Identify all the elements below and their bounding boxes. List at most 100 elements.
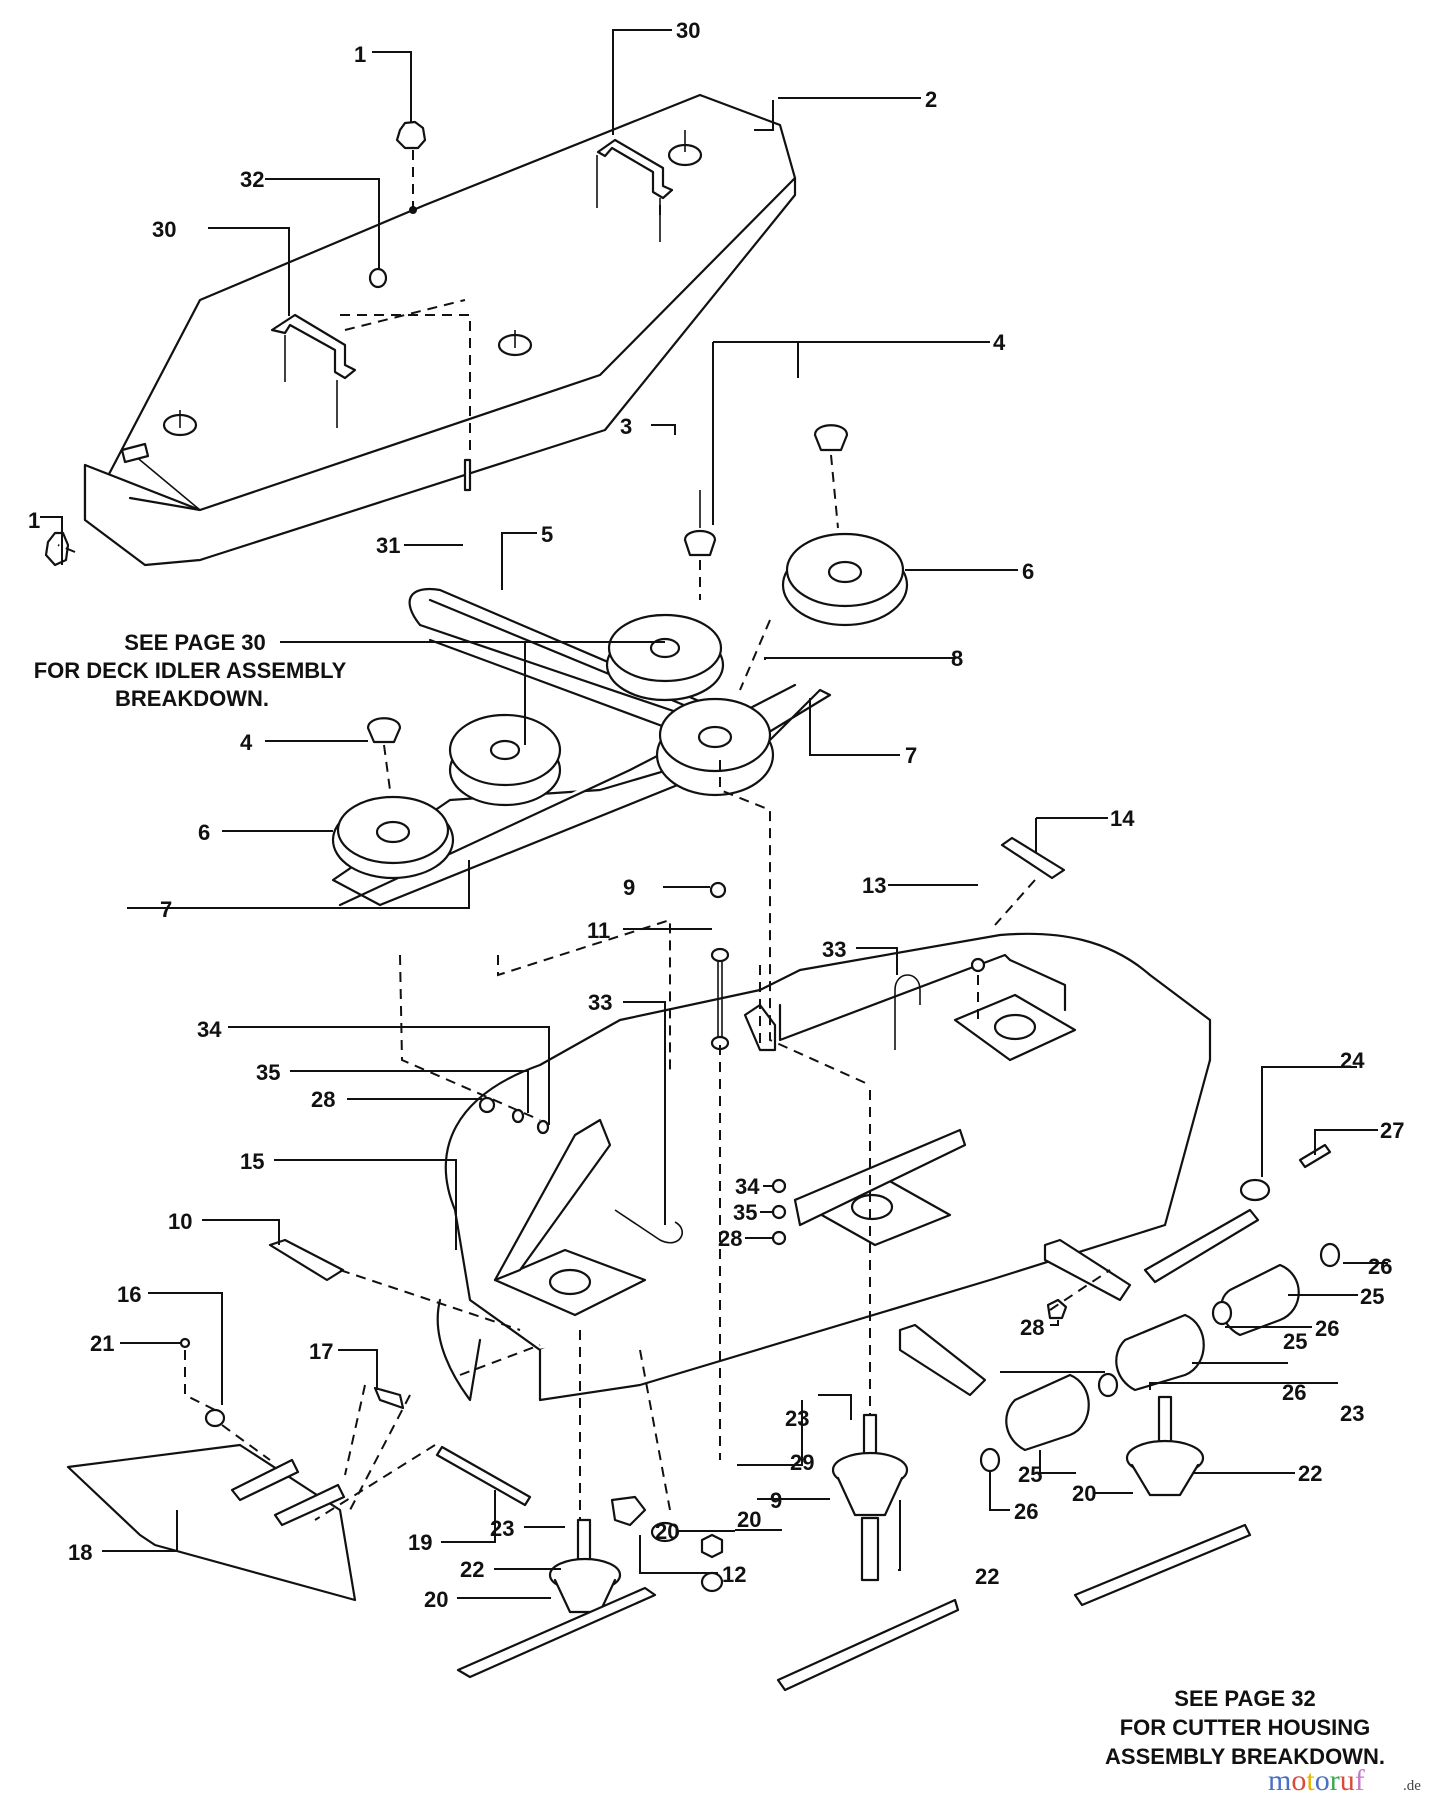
leader-8 [764, 657, 955, 660]
wm-letter: m [1268, 1764, 1291, 1797]
wm-letter: r [1330, 1764, 1340, 1797]
leader-1b [40, 516, 63, 565]
washer-34-right [771, 1178, 787, 1194]
leader-7b [809, 698, 900, 756]
cap-4-middle [683, 529, 717, 557]
callout-labels: 1 1 2 3 4 4 5 6 6 7 7 8 9 9 10 11 12 13 … [28, 18, 1404, 1612]
leader-14 [1035, 817, 1108, 852]
callout-28: 28 [718, 1226, 742, 1251]
callout-23: 23 [490, 1516, 514, 1541]
leader-25c [1039, 1450, 1076, 1474]
leader-26d [989, 1472, 1010, 1511]
rod-11-top [710, 947, 730, 963]
idler-upper-hub [649, 637, 681, 659]
callout-9: 9 [770, 1488, 782, 1513]
callout-34: 34 [735, 1174, 760, 1199]
callout-28: 28 [311, 1087, 335, 1112]
callout-1: 1 [28, 508, 40, 533]
cover-dashes [57, 150, 661, 553]
callout-21: 21 [90, 1331, 114, 1356]
leader-23c [1149, 1382, 1338, 1390]
bracket-screws [284, 155, 661, 428]
callout-30: 30 [152, 217, 176, 242]
callout-25: 25 [1283, 1329, 1307, 1354]
callout-20: 20 [1072, 1481, 1096, 1506]
deck-cover [44, 93, 797, 567]
callout-10: 10 [168, 1209, 192, 1234]
callout-35: 35 [256, 1060, 280, 1085]
deck-rail [778, 953, 1067, 1042]
callout-12: 12 [722, 1562, 746, 1587]
leader-28c [1050, 1320, 1059, 1326]
cap-4-right [813, 424, 849, 452]
callout-29: 29 [790, 1450, 814, 1475]
pulley-dashes [383, 454, 839, 791]
washer-26 [1211, 1300, 1233, 1326]
idler-hub [489, 739, 521, 761]
note-idler-assembly: SEE PAGE 30 FOR DECK IDLER ASSEMBLY BREA… [34, 630, 347, 711]
callout-33: 33 [822, 937, 846, 962]
nut-32 [368, 267, 388, 289]
leader-23b [818, 1394, 852, 1420]
spacer-16 [204, 1408, 226, 1428]
leader-30a [208, 227, 290, 316]
leader-16 [148, 1292, 223, 1405]
callout-8: 8 [951, 646, 963, 671]
callout-15: 15 [240, 1149, 264, 1174]
leader-2 [754, 100, 774, 131]
note-line: FOR DECK IDLER ASSEMBLY [34, 658, 347, 683]
note-line: ASSEMBLY BREAKDOWN. [1105, 1744, 1385, 1769]
bracket-left [270, 313, 357, 380]
blade-right [1073, 1523, 1252, 1607]
deck-bracket [743, 1003, 777, 1052]
callout-26: 26 [1014, 1499, 1038, 1524]
callout-22: 22 [1298, 1461, 1322, 1486]
rear-bracket-upper [1043, 1238, 1132, 1302]
chute-18 [66, 1443, 357, 1602]
chute-hinge-1 [230, 1458, 300, 1502]
callout-26: 26 [1315, 1316, 1339, 1341]
callout-25: 25 [1360, 1284, 1384, 1309]
leader-24 [1261, 1066, 1357, 1177]
callout-1: 1 [354, 42, 366, 67]
note-line: BREAKDOWN. [115, 686, 269, 711]
leader-18 [102, 1510, 178, 1552]
spindle-right-body [1130, 1463, 1200, 1497]
belt-5-edges [418, 623, 702, 742]
label-10 [268, 1238, 345, 1282]
callout-32: 32 [240, 167, 264, 192]
callout-2: 2 [925, 87, 937, 112]
leader-34a [228, 1026, 550, 1125]
wm-letter: f [1355, 1764, 1365, 1797]
arm-center [793, 1128, 967, 1227]
washer-26 [1319, 1242, 1341, 1268]
shaft-24 [1143, 1208, 1260, 1284]
wm-letter: o [1291, 1764, 1306, 1797]
leader-5 [501, 532, 537, 590]
spindle-hole-right [993, 1013, 1037, 1041]
callout-7: 7 [160, 897, 172, 922]
callout-22: 22 [975, 1564, 999, 1589]
wm-letter: u [1340, 1764, 1355, 1797]
cover-dot [409, 206, 417, 214]
cover-slot [120, 442, 150, 464]
callout-23: 23 [785, 1406, 809, 1431]
rear-bracket-lower [898, 1323, 987, 1397]
wm-letter: t [1306, 1764, 1315, 1797]
callout-16: 16 [117, 1282, 141, 1307]
washer-26 [1097, 1372, 1119, 1398]
deck-dashes [339, 760, 1111, 1540]
spindle-hole-center [850, 1193, 894, 1221]
bracket-right [596, 138, 674, 200]
callout-31: 31 [376, 533, 400, 558]
leader-7a [127, 860, 470, 909]
callout-4: 4 [993, 330, 1006, 355]
spindles [456, 1395, 1252, 1692]
note-line: SEE PAGE 32 [1174, 1686, 1315, 1711]
watermark-text: motoruf [1268, 1764, 1365, 1797]
callout-20: 20 [424, 1587, 448, 1612]
leader-20b [737, 1400, 803, 1466]
callout-9: 9 [623, 875, 635, 900]
callout-18: 18 [68, 1540, 92, 1565]
knob-left [44, 531, 70, 567]
